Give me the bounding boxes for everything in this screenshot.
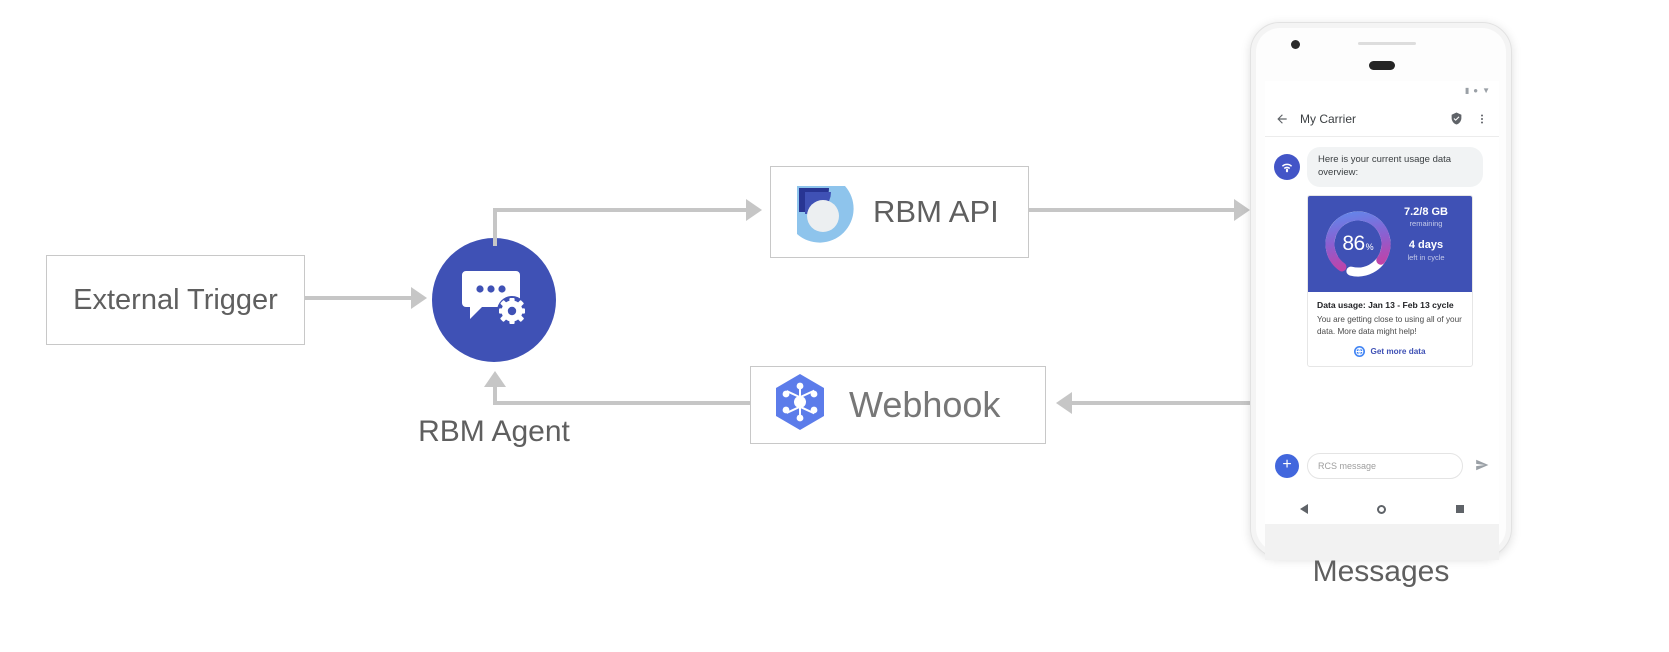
rcs-message-placeholder: RCS message [1318, 461, 1377, 471]
card-title: Data usage: Jan 13 - Feb 13 cycle [1317, 299, 1454, 310]
gauge-percent-unit: % [1365, 242, 1374, 253]
add-attachment-button[interactable]: + [1275, 454, 1299, 478]
rbm-api-label: RBM API [873, 194, 999, 229]
get-more-data-button[interactable]: Get more data [1317, 346, 1463, 358]
phone-device: ▮ ● ▼ My Carrier [1250, 22, 1512, 560]
connector-phone-to-webhook [1072, 401, 1256, 405]
connector-agent-to-api-horizontal [493, 208, 746, 212]
rbm-api-node[interactable]: RBM API [770, 166, 1029, 258]
stat-data-remaining-label: remaining [1409, 219, 1443, 229]
wifi-icon: ● [1473, 86, 1479, 95]
message-row: Here is your current usage data overview… [1274, 147, 1490, 187]
conversation-title: My Carrier [1300, 111, 1356, 126]
rbm-agent-node[interactable] [432, 238, 556, 362]
arrowhead-phone-to-webhook [1056, 392, 1072, 414]
status-bar: ▮ ● ▼ [1265, 81, 1499, 101]
stat-data-remaining: 7.2/8 GB remaining [1390, 206, 1462, 230]
data-usage-rich-card[interactable]: 86 % 7.2/8 GB remaining 4 days lef [1307, 194, 1473, 368]
message-composer: + RCS message [1265, 444, 1499, 488]
arrowhead-agent-to-api [746, 199, 762, 221]
greeting-message-bubble: Here is your current usage data overview… [1307, 147, 1483, 187]
webhook-node[interactable]: Webhook [750, 366, 1046, 444]
nav-home-icon[interactable] [1377, 504, 1387, 514]
back-arrow-icon[interactable] [1274, 111, 1290, 127]
webhook-label: Webhook [849, 384, 1001, 425]
messages-label: Messages [1312, 555, 1450, 588]
stat-days-left-label: left in cycle [1407, 252, 1445, 262]
earpiece-grill [1358, 42, 1416, 45]
rbm-agent-label: RBM Agent [418, 415, 570, 448]
front-camera-icon [1291, 40, 1300, 49]
conversation-area: Here is your current usage data overview… [1265, 137, 1499, 368]
carrier-avatar-icon [1274, 154, 1300, 180]
hero-stats: 7.2/8 GB remaining 4 days left in cycle [1390, 206, 1462, 273]
phone-screen: ▮ ● ▼ My Carrier [1265, 81, 1499, 524]
connector-webhook-to-agent-vertical [493, 387, 497, 405]
phone-chin [1265, 524, 1499, 560]
chat-gear-icon [460, 267, 528, 334]
arrowhead-api-to-phone [1234, 199, 1250, 221]
external-trigger-node[interactable]: External Trigger [46, 255, 305, 345]
globe-icon [1354, 346, 1366, 358]
stat-data-remaining-value: 7.2/8 GB [1403, 205, 1449, 218]
send-icon[interactable] [1475, 458, 1489, 475]
card-description: You are getting close to using all of yo… [1317, 314, 1462, 336]
card-hero: 86 % 7.2/8 GB remaining 4 days lef [1308, 195, 1472, 292]
get-more-data-label: Get more data [1370, 347, 1426, 357]
webhook-hexagon-icon [767, 370, 833, 441]
connector-trigger-to-agent [305, 296, 411, 300]
connector-agent-to-api-vertical [493, 208, 497, 246]
nav-recent-icon[interactable] [1456, 505, 1465, 513]
app-bar: My Carrier [1265, 101, 1499, 137]
stat-days-left: 4 days left in cycle [1390, 239, 1462, 263]
nav-back-icon[interactable] [1299, 504, 1308, 514]
gauge-percent-value: 86 [1342, 231, 1365, 255]
signal-icon: ▮ [1464, 86, 1470, 95]
android-nav-bar [1265, 494, 1499, 524]
speaker-icon [1369, 61, 1395, 70]
connector-api-to-phone [1029, 208, 1234, 212]
connector-webhook-to-agent-horizontal [493, 401, 750, 405]
usage-gauge: 86 % [1322, 208, 1394, 280]
rbm-api-logo-icon [787, 176, 855, 249]
arrowhead-trigger-to-agent [411, 287, 427, 309]
card-body: Data usage: Jan 13 - Feb 13 cycle You ar… [1308, 292, 1472, 367]
battery-icon: ▼ [1482, 86, 1490, 95]
overflow-menu-icon[interactable] [1474, 111, 1490, 127]
arrowhead-webhook-to-agent [484, 371, 506, 387]
stat-days-left-value: 4 days [1408, 239, 1444, 252]
rcs-message-input[interactable]: RCS message [1307, 453, 1463, 479]
verified-shield-icon[interactable] [1448, 111, 1464, 127]
external-trigger-label: External Trigger [73, 283, 278, 316]
gauge-value-group: 86 % [1322, 208, 1394, 280]
